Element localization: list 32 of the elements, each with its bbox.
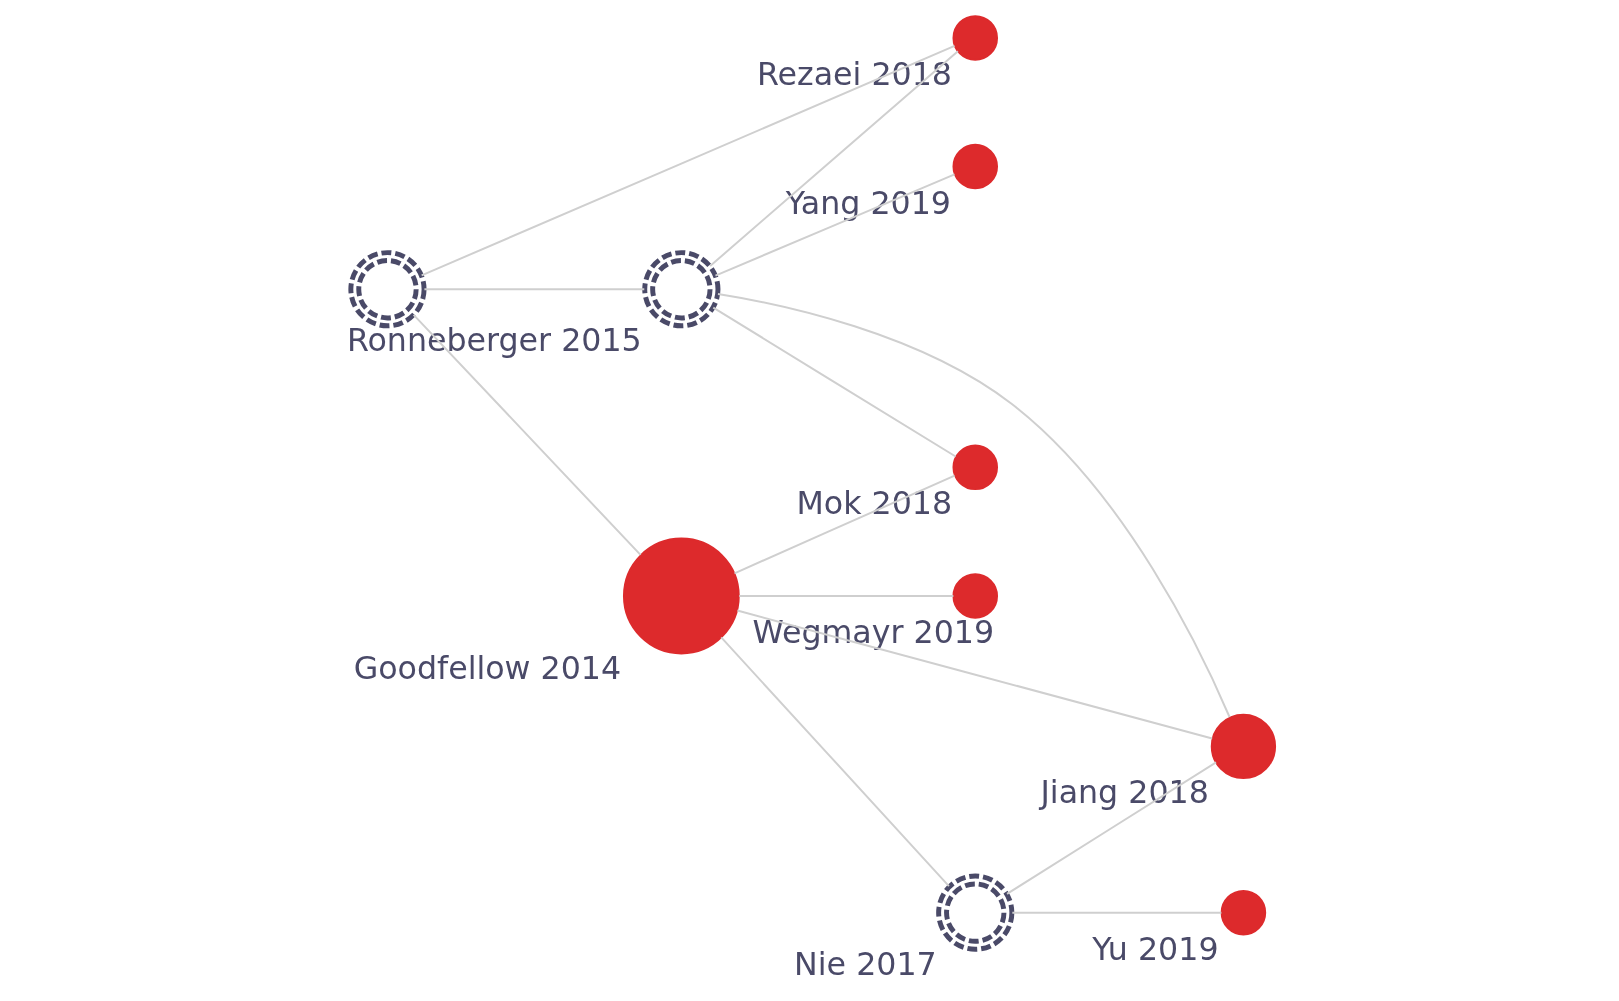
connector [717,292,1231,718]
connector [1006,761,1218,895]
node-label: Jiang 2018 [1040,774,1209,811]
connector [412,313,642,556]
connector [420,44,956,277]
connector [423,288,646,291]
node-label: Rezaei 2018 [757,55,953,92]
node-circle [642,250,721,329]
node-circle [952,143,998,190]
connector [736,609,1214,740]
node-circle [622,537,740,655]
node-circle [952,444,998,491]
node-label: Goodfellow 2014 [353,649,622,686]
connector [733,474,956,575]
node-label: Yang 2019 [785,184,951,221]
node-circle [952,15,998,61]
node-circle [936,873,1015,952]
node-circle [1210,713,1277,780]
node-circle [348,250,427,329]
connector [712,306,957,458]
connector [1011,911,1223,914]
node-label: Ronneberger 2015 [346,322,642,359]
connector [720,636,950,888]
connector [738,595,955,597]
node-circle [1220,889,1267,936]
node-label: Nie 2017 [794,945,937,982]
node-label: Yu 2019 [1092,930,1219,967]
connector [709,50,959,268]
connector [714,173,956,277]
node-label: Wegmayr 2019 [752,614,995,651]
node-circle [952,573,998,619]
node-label: Mok 2018 [796,485,953,522]
